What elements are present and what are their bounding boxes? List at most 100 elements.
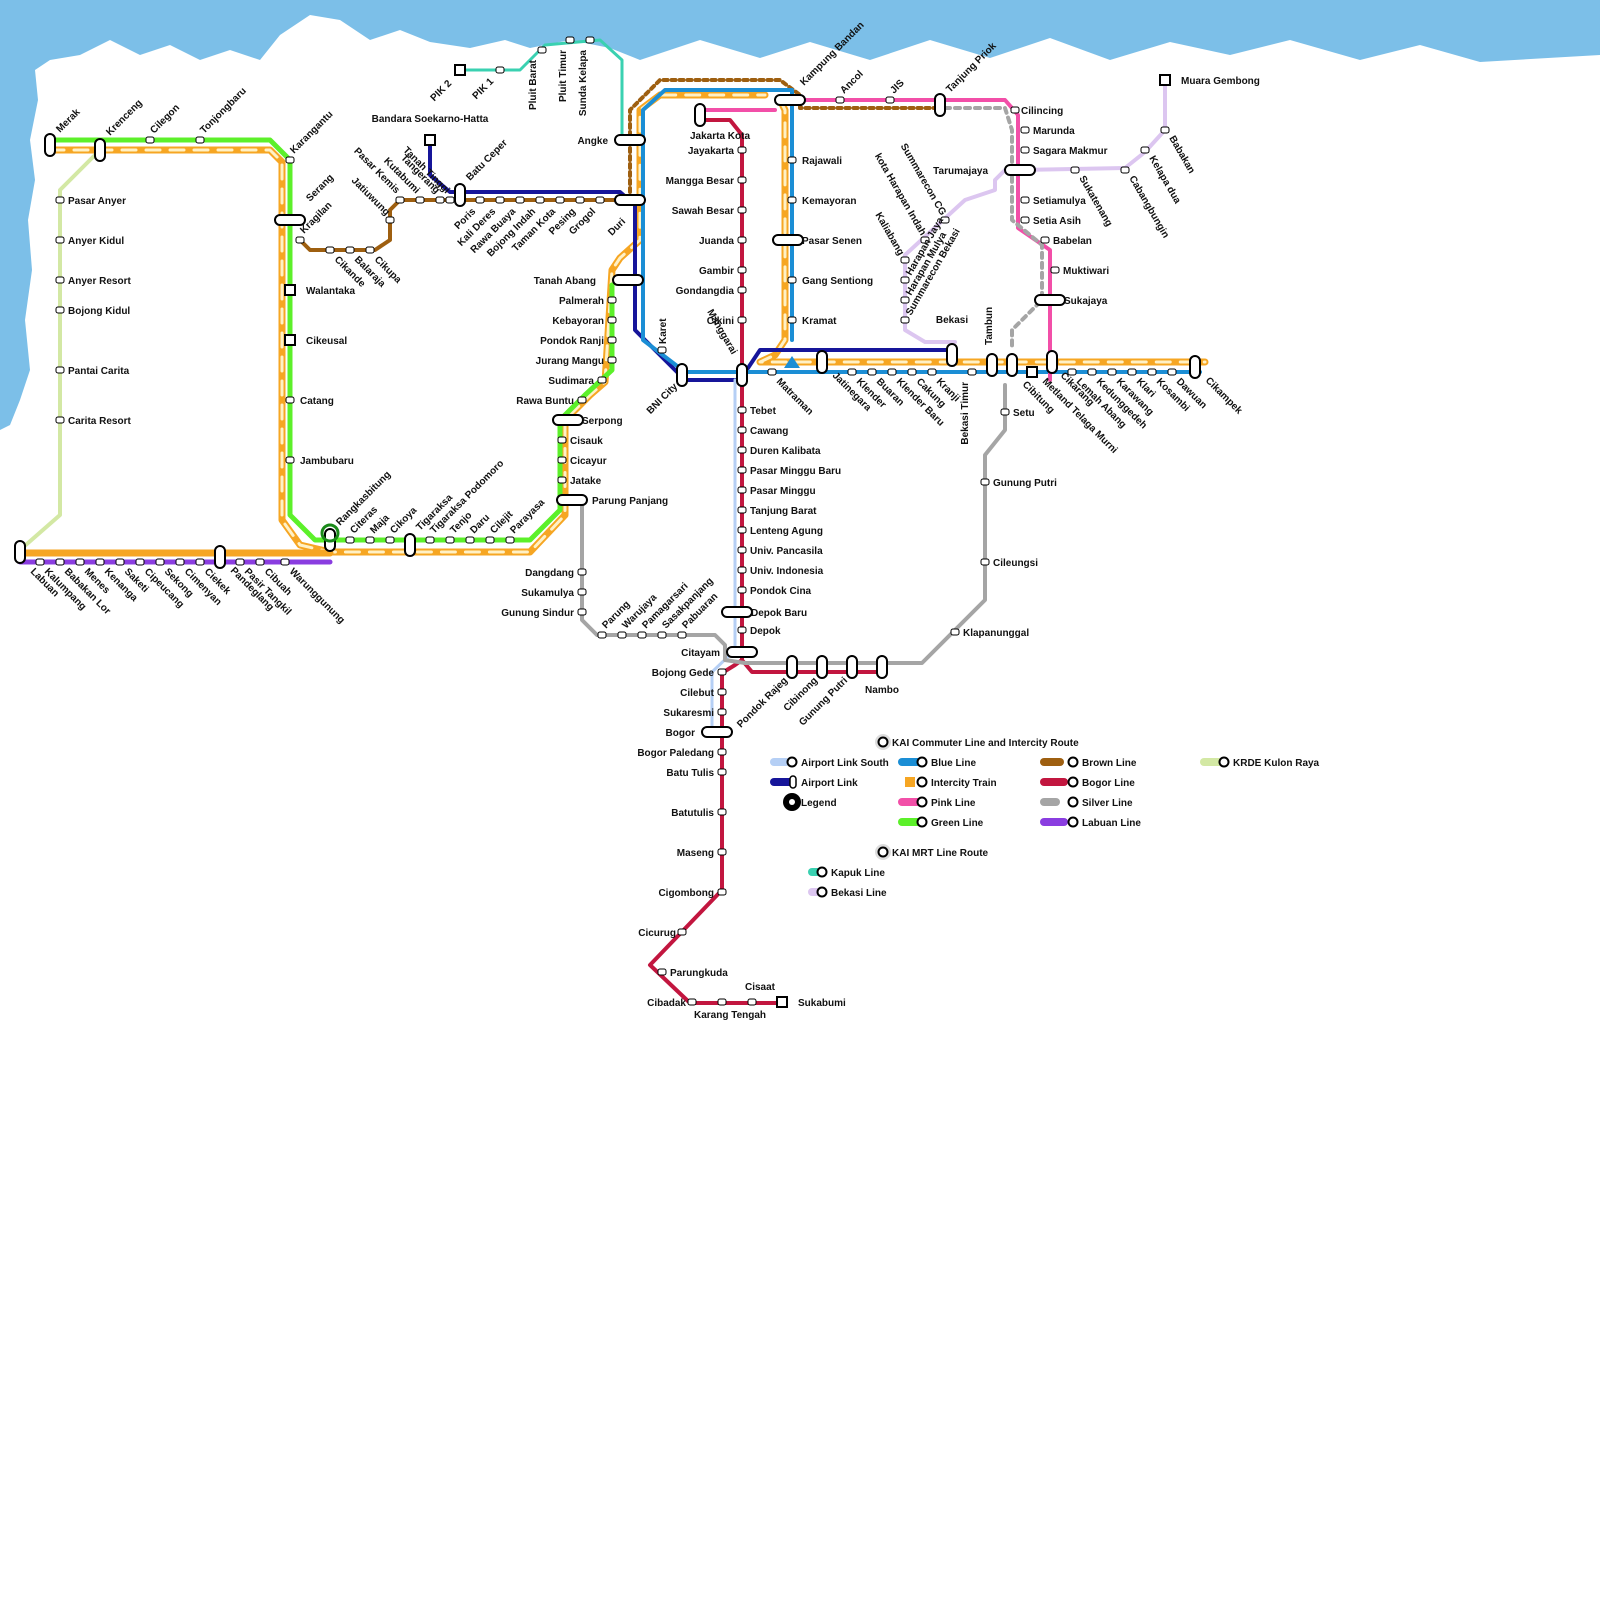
station-bekasi[interactable] <box>947 344 957 366</box>
station-setia-asih[interactable] <box>1021 217 1029 223</box>
station-muara-gembong[interactable] <box>1160 75 1170 85</box>
station-pasar-anyer[interactable] <box>56 197 64 203</box>
station-kutabumi[interactable] <box>416 197 424 203</box>
station-setu[interactable] <box>1001 409 1009 415</box>
station-klapanunggal[interactable] <box>951 629 959 635</box>
station-pasar-kemis[interactable] <box>396 197 404 203</box>
station-matraman[interactable] <box>768 369 776 375</box>
station-tanah-tinggi[interactable] <box>446 197 454 203</box>
station-cikarang[interactable] <box>1047 351 1057 373</box>
station-pluit-barat[interactable] <box>538 47 546 53</box>
station-pasar-minggu-baru[interactable] <box>738 467 746 473</box>
station-jatake[interactable] <box>558 477 566 483</box>
station-sukabumi[interactable] <box>777 997 787 1007</box>
station-univ-indonesia[interactable] <box>738 567 746 573</box>
station-kampung-bandan[interactable] <box>775 95 805 105</box>
station-buaran[interactable] <box>868 369 876 375</box>
station-tangerang[interactable] <box>436 197 444 203</box>
station-kenanga[interactable] <box>96 559 104 565</box>
station-pandeglang[interactable] <box>215 546 225 568</box>
station-kebayoran[interactable] <box>608 317 616 323</box>
station-batu-ceper[interactable] <box>455 184 465 206</box>
station-cabangbungin[interactable] <box>1121 167 1129 173</box>
station-carita-resort[interactable] <box>56 417 64 423</box>
station-bojong-indah[interactable] <box>536 197 544 203</box>
station-cibitung[interactable] <box>1007 354 1017 376</box>
station-cikini[interactable] <box>738 317 746 323</box>
station-cigombong[interactable] <box>718 889 726 895</box>
station-tanjung-priok[interactable] <box>935 94 945 116</box>
station-bogor-paledang[interactable] <box>718 749 726 755</box>
station-bogor[interactable] <box>702 727 732 737</box>
station-jatiuwung[interactable] <box>386 217 394 223</box>
station-cibadak[interactable] <box>688 999 696 1005</box>
station-tebet[interactable] <box>738 407 746 413</box>
station-karang-tengah[interactable] <box>718 999 726 1005</box>
station-taman-kota[interactable] <box>556 197 564 203</box>
station-rawa-buaya[interactable] <box>516 197 524 203</box>
station-jayakarta[interactable] <box>738 147 746 153</box>
station-gambir[interactable] <box>738 267 746 273</box>
station-kelapa-dua[interactable] <box>1141 147 1149 153</box>
station-cikupa[interactable] <box>366 247 374 253</box>
station-gunung-putri-b[interactable] <box>847 656 857 678</box>
station-karangantu[interactable] <box>286 157 294 163</box>
station-pondok-cina[interactable] <box>738 587 746 593</box>
station-lenteng-agung[interactable] <box>738 527 746 533</box>
station-bojong-gede[interactable] <box>718 669 726 675</box>
station-pluit-timur[interactable] <box>566 37 574 43</box>
station-bandara[interactable] <box>425 135 435 145</box>
station-serang[interactable] <box>275 215 305 225</box>
station-depok[interactable] <box>738 627 746 633</box>
station-dangdang[interactable] <box>578 569 586 575</box>
station-catang[interactable] <box>286 397 294 403</box>
station-dawuan[interactable] <box>1168 369 1176 375</box>
station-cikampek[interactable] <box>1190 356 1200 378</box>
station-cilebut[interactable] <box>718 689 726 695</box>
station-pesing[interactable] <box>576 197 584 203</box>
station-babakan[interactable] <box>1161 127 1169 133</box>
station-kemayoran[interactable] <box>788 197 796 203</box>
station-jatinegara[interactable] <box>817 351 827 373</box>
station-karet[interactable] <box>658 347 666 353</box>
station-kosambi[interactable] <box>1148 369 1156 375</box>
station-cilejit[interactable] <box>486 537 494 543</box>
station-cibinong[interactable] <box>817 656 827 678</box>
station-kragilan[interactable] <box>296 237 304 243</box>
station-sunda-kelapa[interactable] <box>586 37 594 43</box>
station-gunung-putri[interactable] <box>981 479 989 485</box>
station-bojong-kidul[interactable] <box>56 307 64 313</box>
station-serpong[interactable] <box>553 415 583 425</box>
station-jis[interactable] <box>886 97 894 103</box>
station-sukajaya[interactable] <box>1035 295 1065 305</box>
station-cakung[interactable] <box>908 369 916 375</box>
station-ancol[interactable] <box>836 97 844 103</box>
station-palmerah[interactable] <box>608 297 616 303</box>
station-cicurug[interactable] <box>678 929 686 935</box>
station-citayam[interactable] <box>727 647 757 657</box>
station-saketi[interactable] <box>116 559 124 565</box>
station-sawah-besar[interactable] <box>738 207 746 213</box>
station-grogol[interactable] <box>596 197 604 203</box>
station-sukatenang[interactable] <box>1071 167 1079 173</box>
station-cisauk[interactable] <box>558 437 566 443</box>
station-citeras[interactable] <box>346 537 354 543</box>
station-kramat[interactable] <box>788 317 796 323</box>
station-harapan-jaya[interactable] <box>901 277 909 283</box>
station-maseng[interactable] <box>718 849 726 855</box>
station-parungkuda[interactable] <box>658 969 666 975</box>
station-cileungsi[interactable] <box>981 559 989 565</box>
station-merak[interactable] <box>45 134 55 156</box>
station-muktiwari[interactable] <box>1051 267 1059 273</box>
station-jurang-mangu[interactable] <box>608 357 616 363</box>
station-gondangdia[interactable] <box>738 287 746 293</box>
station-kali-deres[interactable] <box>496 197 504 203</box>
station-daru[interactable] <box>466 537 474 543</box>
station-cimenyan[interactable] <box>176 559 184 565</box>
station-kalumpang[interactable] <box>36 559 44 565</box>
station-manggarai[interactable] <box>737 364 747 386</box>
station-pondok-ranji[interactable] <box>608 337 616 343</box>
station-cikoya[interactable] <box>386 537 394 543</box>
station-tarumajaya[interactable] <box>1005 165 1035 175</box>
station-tigaraksa-podomoro[interactable] <box>426 537 434 543</box>
